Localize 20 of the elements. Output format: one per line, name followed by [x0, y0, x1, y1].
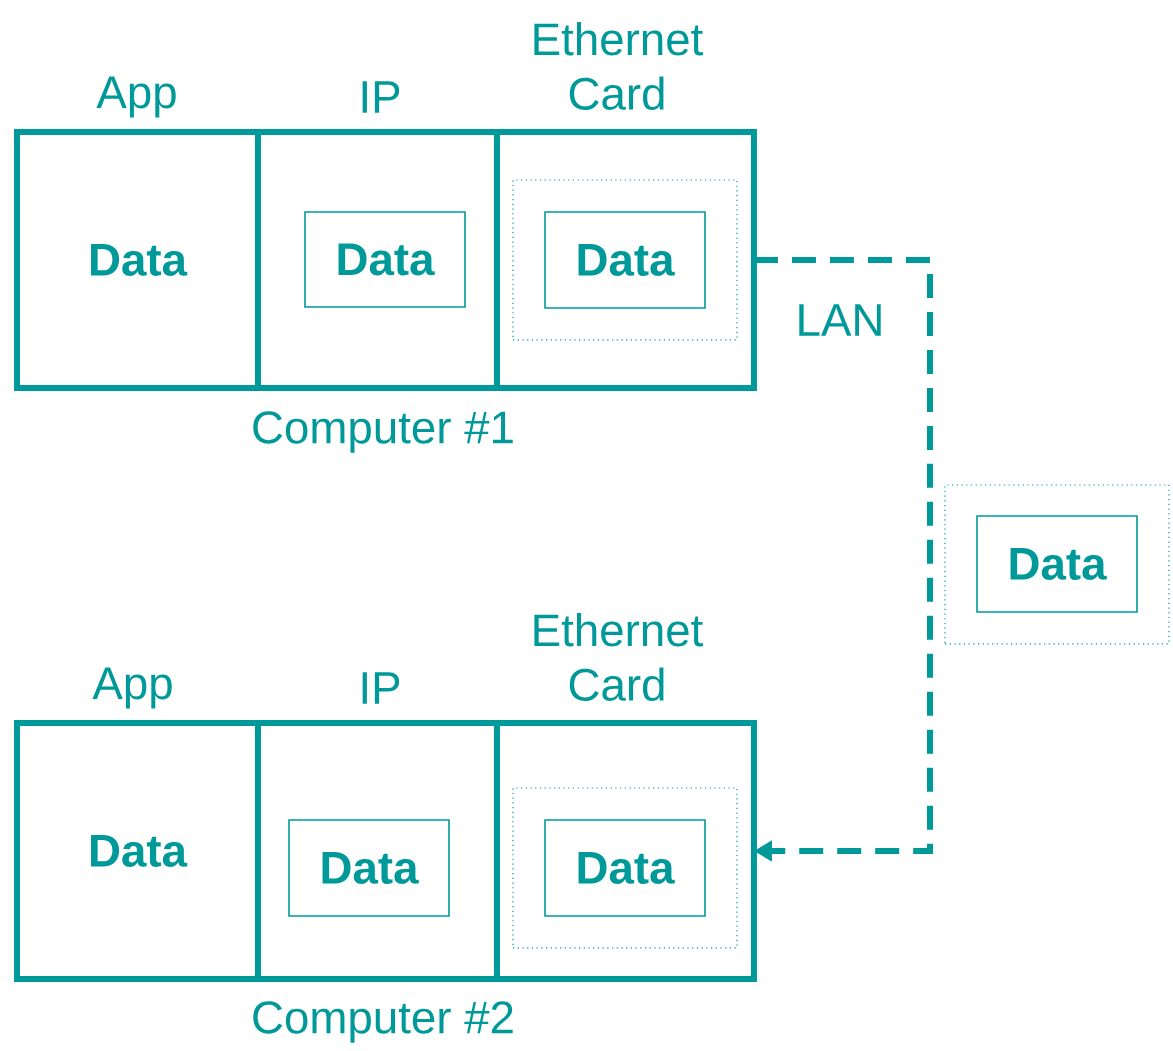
connector-arrow — [753, 256, 933, 862]
edge-label: LAN — [792, 300, 888, 340]
computer-caption: Computer #2 — [253, 1001, 513, 1043]
frame-box — [944, 484, 1170, 645]
layer-box: Data — [14, 129, 261, 391]
data-box: Data — [544, 211, 706, 309]
layer-heading: Ethernet Card — [534, 613, 703, 701]
frame-box — [512, 179, 738, 341]
layer-heading: App — [92, 667, 172, 709]
layer-heading: App — [96, 76, 176, 118]
layer-box: Data — [14, 720, 261, 982]
computer-caption: Computer #1 — [253, 411, 513, 453]
layer-heading: Ethernet Card — [534, 22, 703, 110]
frame-box — [512, 787, 738, 949]
data-box: Data — [544, 819, 706, 917]
data-box: Data — [288, 819, 450, 917]
layer-heading: IP — [362, 672, 400, 704]
data-box: Data — [304, 211, 466, 308]
data-box: Data — [976, 515, 1138, 613]
layer-heading: IP — [362, 81, 400, 113]
